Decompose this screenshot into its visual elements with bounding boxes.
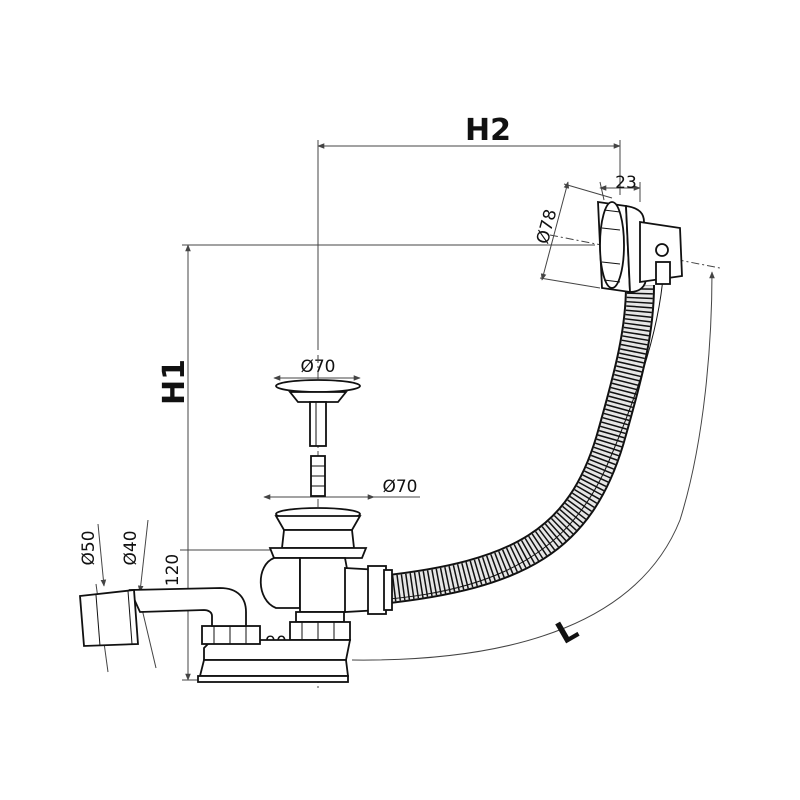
- dimension-h1: H1: [157, 244, 595, 681]
- overflow-head: [597, 200, 683, 294]
- h120-label: 120: [163, 554, 183, 586]
- d40-label: Ø40: [121, 530, 141, 565]
- flexible-overflow-hose: [378, 284, 655, 605]
- h1-label: H1: [157, 359, 192, 405]
- dimension-d70-strainer: Ø70: [263, 477, 420, 500]
- outlet-elbow: [79, 587, 247, 647]
- dimension-d70-cap: Ø70: [273, 357, 361, 381]
- h2-label: H2: [465, 113, 511, 148]
- dimension-23: 23: [599, 173, 641, 202]
- l-label: L: [550, 612, 584, 652]
- drain-body: [259, 507, 393, 641]
- drain-cap: [275, 379, 361, 497]
- dimension-h2: H2: [317, 113, 621, 350]
- d70-strainer-label: Ø70: [382, 477, 417, 497]
- overflow-cable: [329, 261, 665, 603]
- d50-label: Ø50: [79, 530, 99, 565]
- d78-label: Ø78: [533, 207, 561, 246]
- siphon-base: [197, 625, 352, 683]
- d23-label: 23: [615, 173, 637, 193]
